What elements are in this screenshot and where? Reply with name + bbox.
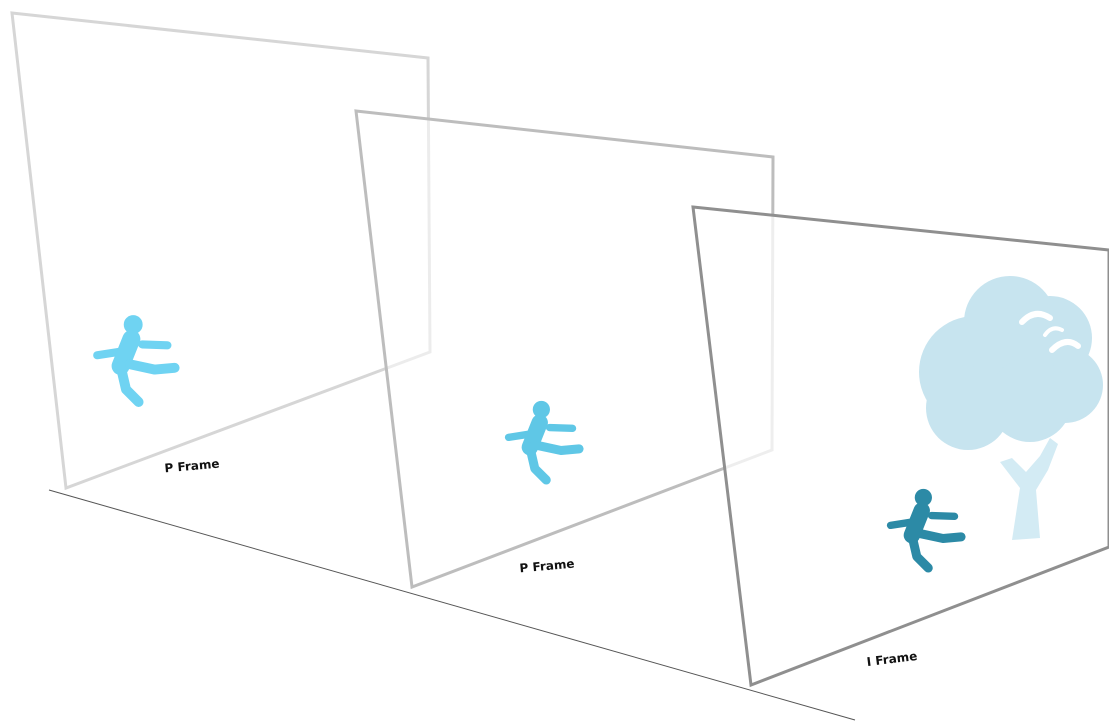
frame-label: P Frame [164, 457, 220, 476]
i-frame-front: I Frame [693, 207, 1109, 685]
frame-border [12, 13, 430, 488]
p-frame-back: P Frame [12, 13, 430, 488]
frame-label: I Frame [866, 649, 918, 669]
frame-label: P Frame [519, 557, 575, 576]
